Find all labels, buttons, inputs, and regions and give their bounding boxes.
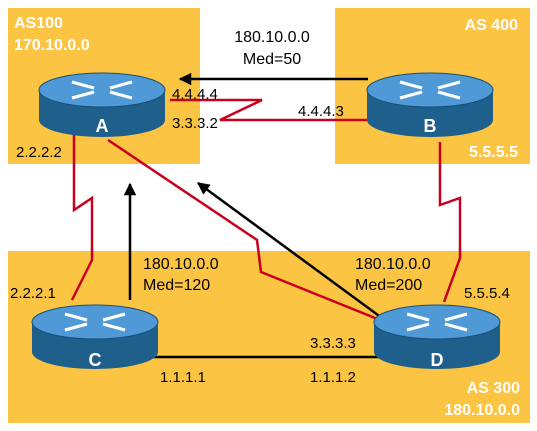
advert-b-network: 180.10.0.0 bbox=[234, 29, 310, 46]
router-label: B bbox=[424, 116, 437, 136]
advert-c-med: Med=120 bbox=[143, 277, 210, 294]
serial-link-a-c bbox=[70, 135, 94, 301]
ip-d-to-c: 1.1.1.2 bbox=[310, 369, 356, 386]
as100-name: AS100 bbox=[14, 15, 63, 32]
router-a[interactable]: A bbox=[38, 72, 166, 137]
serial-link-a-b bbox=[170, 98, 375, 122]
serial-link-a-d bbox=[107, 138, 386, 324]
ip-a-to-c: 2.2.2.2 bbox=[16, 144, 62, 161]
router-arrows-icon bbox=[399, 80, 461, 100]
advert-d-med: Med=200 bbox=[355, 277, 422, 294]
advert-arrow-d-to-a bbox=[196, 181, 383, 320]
serial-link-b-d bbox=[438, 142, 462, 303]
advert-b-med: Med=50 bbox=[243, 51, 301, 68]
router-d[interactable]: D bbox=[373, 304, 501, 370]
router-arrows-icon bbox=[64, 312, 126, 332]
router-b[interactable]: B bbox=[366, 72, 494, 137]
router-label: A bbox=[96, 116, 109, 136]
ip-d-to-a: 3.3.3.3 bbox=[310, 335, 356, 352]
ip-d-to-b: 5.5.5.4 bbox=[464, 285, 510, 302]
as400-ip: 5.5.5.5 bbox=[469, 144, 518, 161]
advert-d-network: 180.10.0.0 bbox=[355, 256, 431, 273]
ip-b-to-a: 4.4.4.3 bbox=[298, 103, 344, 120]
router-c[interactable]: C bbox=[31, 304, 159, 370]
as100-network: 170.10.0.0 bbox=[14, 37, 90, 54]
ip-c-to-d: 1.1.1.1 bbox=[160, 369, 206, 386]
ip-a-to-d: 3.3.3.2 bbox=[172, 115, 218, 132]
router-label: C bbox=[89, 350, 102, 370]
advert-c-network: 180.10.0.0 bbox=[143, 256, 219, 273]
as300-network: 180.10.0.0 bbox=[444, 402, 520, 419]
as300-name: AS 300 bbox=[467, 380, 520, 397]
router-label: D bbox=[431, 350, 444, 370]
router-arrows-icon bbox=[71, 80, 133, 100]
as400-name: AS 400 bbox=[465, 17, 518, 34]
ip-a-to-b: 4.4.4.4 bbox=[172, 86, 218, 103]
router-arrows-icon bbox=[406, 312, 468, 332]
ip-c-to-a: 2.2.2.1 bbox=[10, 285, 56, 302]
